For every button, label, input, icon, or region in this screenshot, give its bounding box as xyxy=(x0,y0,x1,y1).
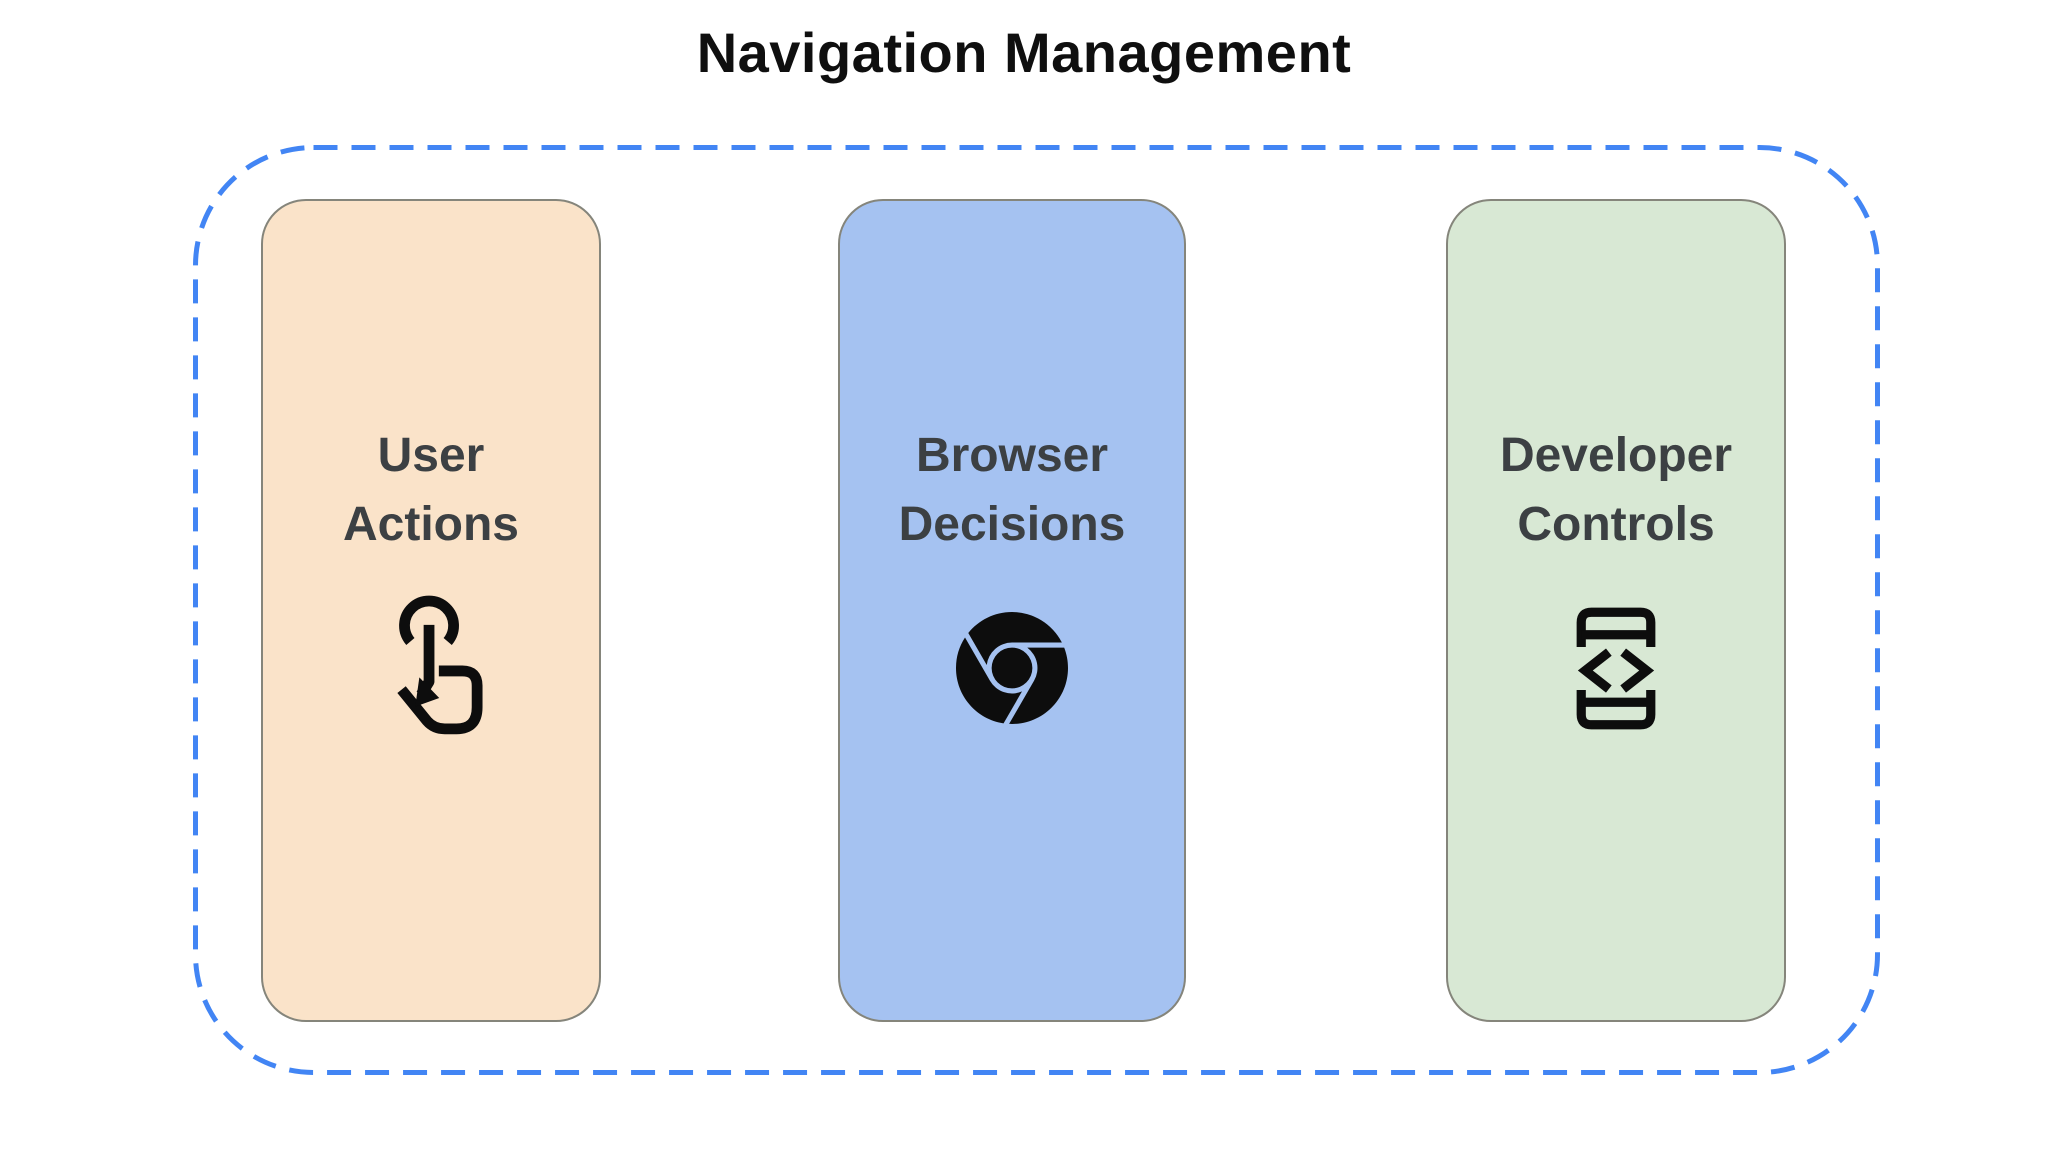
chrome-icon xyxy=(956,593,1068,743)
card-label-line-2: Actions xyxy=(342,498,519,551)
card-label-line-1: Browser xyxy=(915,429,1109,482)
dashed-group-border xyxy=(193,145,1880,1075)
card-user-actions: User Actions xyxy=(261,199,601,1022)
card-label-line-1: User xyxy=(377,429,485,482)
touch-gesture-icon xyxy=(378,593,484,743)
dashed-border-rect xyxy=(193,145,1880,1075)
page-title: Navigation Management xyxy=(696,21,1352,84)
card-developer-controls: Developer Controls xyxy=(1446,199,1786,1022)
card-browser-decisions: Browser Decisions xyxy=(838,199,1186,1022)
card-label-line-2: Decisions xyxy=(898,498,1126,551)
card-label-line-1: Developer xyxy=(1499,429,1733,482)
card-browser-decisions-label: Browser Decisions xyxy=(899,421,1126,559)
card-developer-controls-label: Developer Controls xyxy=(1500,421,1732,559)
card-user-actions-label: User Actions xyxy=(343,421,519,559)
developer-mode-icon xyxy=(1571,593,1661,743)
card-label-line-2: Controls xyxy=(1517,498,1715,551)
